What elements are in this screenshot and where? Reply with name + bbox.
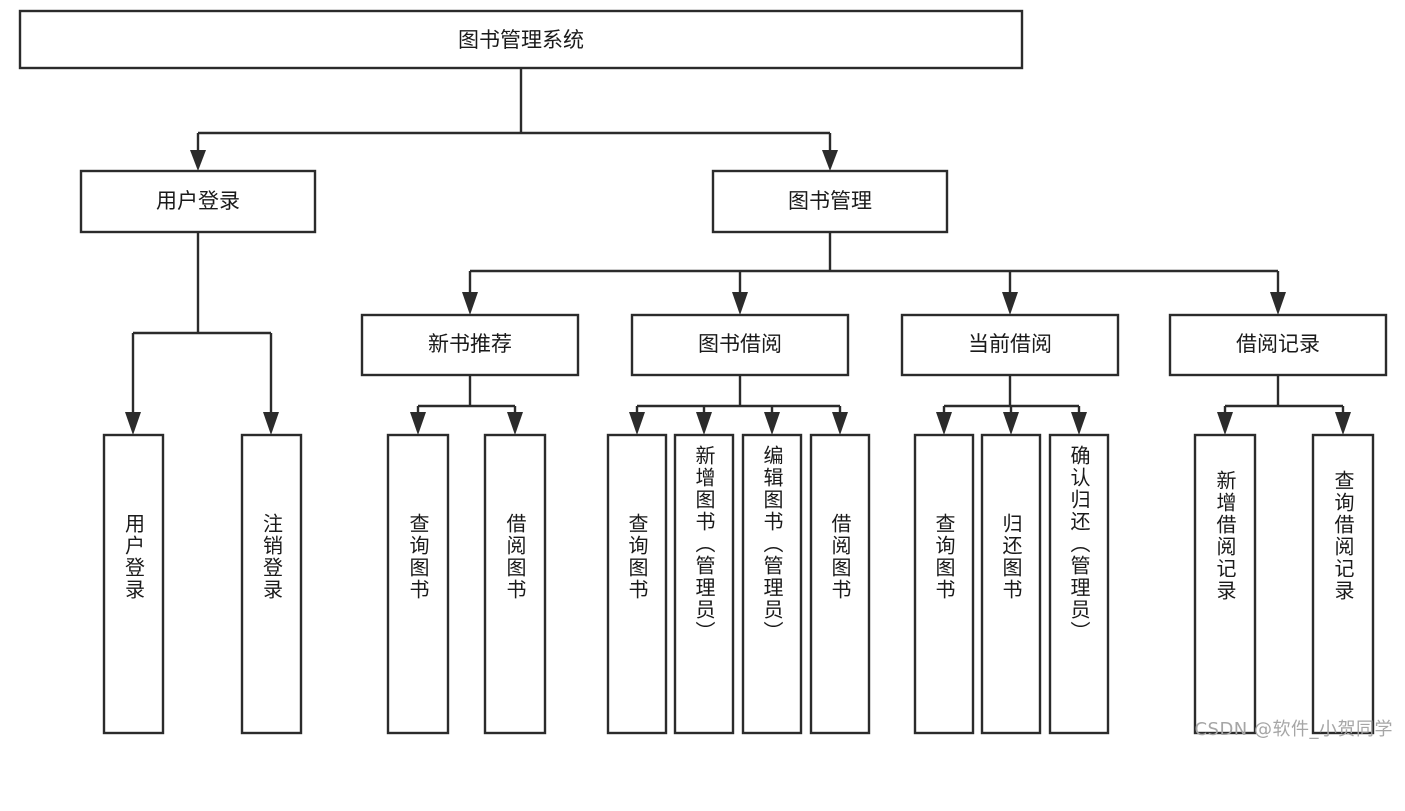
arrow-head-borrow-record: [1270, 292, 1286, 315]
leaf-box-borrow-record-1[interactable]: [1193, 433, 1257, 735]
arrow-head-current-borrow: [1002, 292, 1018, 315]
arrow-head-leaf-borrow-record-1: [1217, 412, 1233, 435]
arrow-head-leaf-book-borrow-1: [629, 412, 645, 435]
node-book-borrow[interactable]: 图书借阅: [630, 313, 850, 377]
arrow-head-leaf-book-borrow-2: [696, 412, 712, 435]
node-root-system[interactable]: 图书管理系统: [18, 9, 1024, 70]
node-book-manage-label: 图书管理: [788, 189, 872, 213]
flowchart-svg: 图书管理系统 用户登录 图书管理 新书推荐 图书借阅 当前借阅 借阅记录: [18, 9, 1388, 735]
leaf-box-current-borrow-3[interactable]: [1048, 433, 1110, 735]
node-borrow-record[interactable]: 借阅记录: [1168, 313, 1388, 377]
node-root-system-box: [18, 9, 1024, 70]
node-user-login-box: [79, 169, 317, 234]
leaf-box-current-borrow-2[interactable]: [980, 433, 1042, 735]
leaf-box-new-book-1[interactable]: [386, 433, 450, 735]
node-new-book-recommend-box: [360, 313, 580, 377]
node-user-login[interactable]: 用户登录: [79, 169, 317, 234]
arrow-head-book-borrow: [732, 292, 748, 315]
node-root-system-label: 图书管理系统: [458, 28, 584, 52]
node-borrow-record-box: [1168, 313, 1388, 377]
arrow-head-leaf-current-borrow-2: [1003, 412, 1019, 435]
connector-group-user-login: [125, 232, 279, 435]
arrow-head-leaf-new-book-2: [507, 412, 523, 435]
arrow-head-user-login: [190, 150, 206, 171]
leaf-box-new-book-2[interactable]: [483, 433, 547, 735]
arrow-head-leaf-user-login-1: [125, 412, 141, 435]
leaf-box-user-login-2[interactable]: [240, 433, 303, 735]
node-user-login-label: 用户登录: [156, 189, 240, 213]
arrow-head-leaf-current-borrow-1: [936, 412, 952, 435]
node-book-manage[interactable]: 图书管理: [711, 169, 949, 234]
arrow-head-leaf-current-borrow-3: [1071, 412, 1087, 435]
arrow-head-book-manage: [822, 150, 838, 171]
arrow-head-leaf-user-login-2: [263, 412, 279, 435]
node-book-borrow-box: [630, 313, 850, 377]
leaf-box-borrow-record-2[interactable]: [1311, 433, 1375, 735]
connector-group-book-manage: [462, 232, 1286, 315]
connector-group-current-borrow: [936, 375, 1087, 435]
arrow-head-leaf-book-borrow-3: [764, 412, 780, 435]
connector-group-new-book: [410, 375, 523, 435]
leaf-box-book-borrow-4[interactable]: [809, 433, 871, 735]
leaf-box-book-borrow-2[interactable]: [673, 433, 735, 735]
connector-group-borrow-record: [1217, 375, 1351, 435]
node-current-borrow-box: [900, 313, 1120, 377]
leaf-box-book-borrow-3[interactable]: [741, 433, 803, 735]
leaf-box-current-borrow-1[interactable]: [913, 433, 975, 735]
arrow-head-leaf-book-borrow-4: [832, 412, 848, 435]
leaf-box-user-login-1[interactable]: [102, 433, 165, 735]
node-book-borrow-label: 图书借阅: [698, 332, 782, 356]
connector-group-book-borrow: [629, 375, 848, 435]
arrow-head-leaf-new-book-1: [410, 412, 426, 435]
node-current-borrow[interactable]: 当前借阅: [900, 313, 1120, 377]
leaf-box-book-borrow-1[interactable]: [606, 433, 668, 735]
node-new-book-recommend-label: 新书推荐: [428, 332, 512, 356]
connector-group-root: [190, 68, 838, 171]
diagram-canvas: 图书管理系统 用户登录 图书管理 新书推荐 图书借阅 当前借阅 借阅记录: [18, 9, 1393, 740]
arrow-head-new-book: [462, 292, 478, 315]
node-book-manage-box: [711, 169, 949, 234]
node-borrow-record-label: 借阅记录: [1236, 332, 1320, 356]
watermark-text: CSDN @软件_小贺同学: [1194, 719, 1393, 740]
node-current-borrow-label: 当前借阅: [968, 332, 1052, 356]
arrow-head-leaf-borrow-record-2: [1335, 412, 1351, 435]
node-new-book-recommend[interactable]: 新书推荐: [360, 313, 580, 377]
